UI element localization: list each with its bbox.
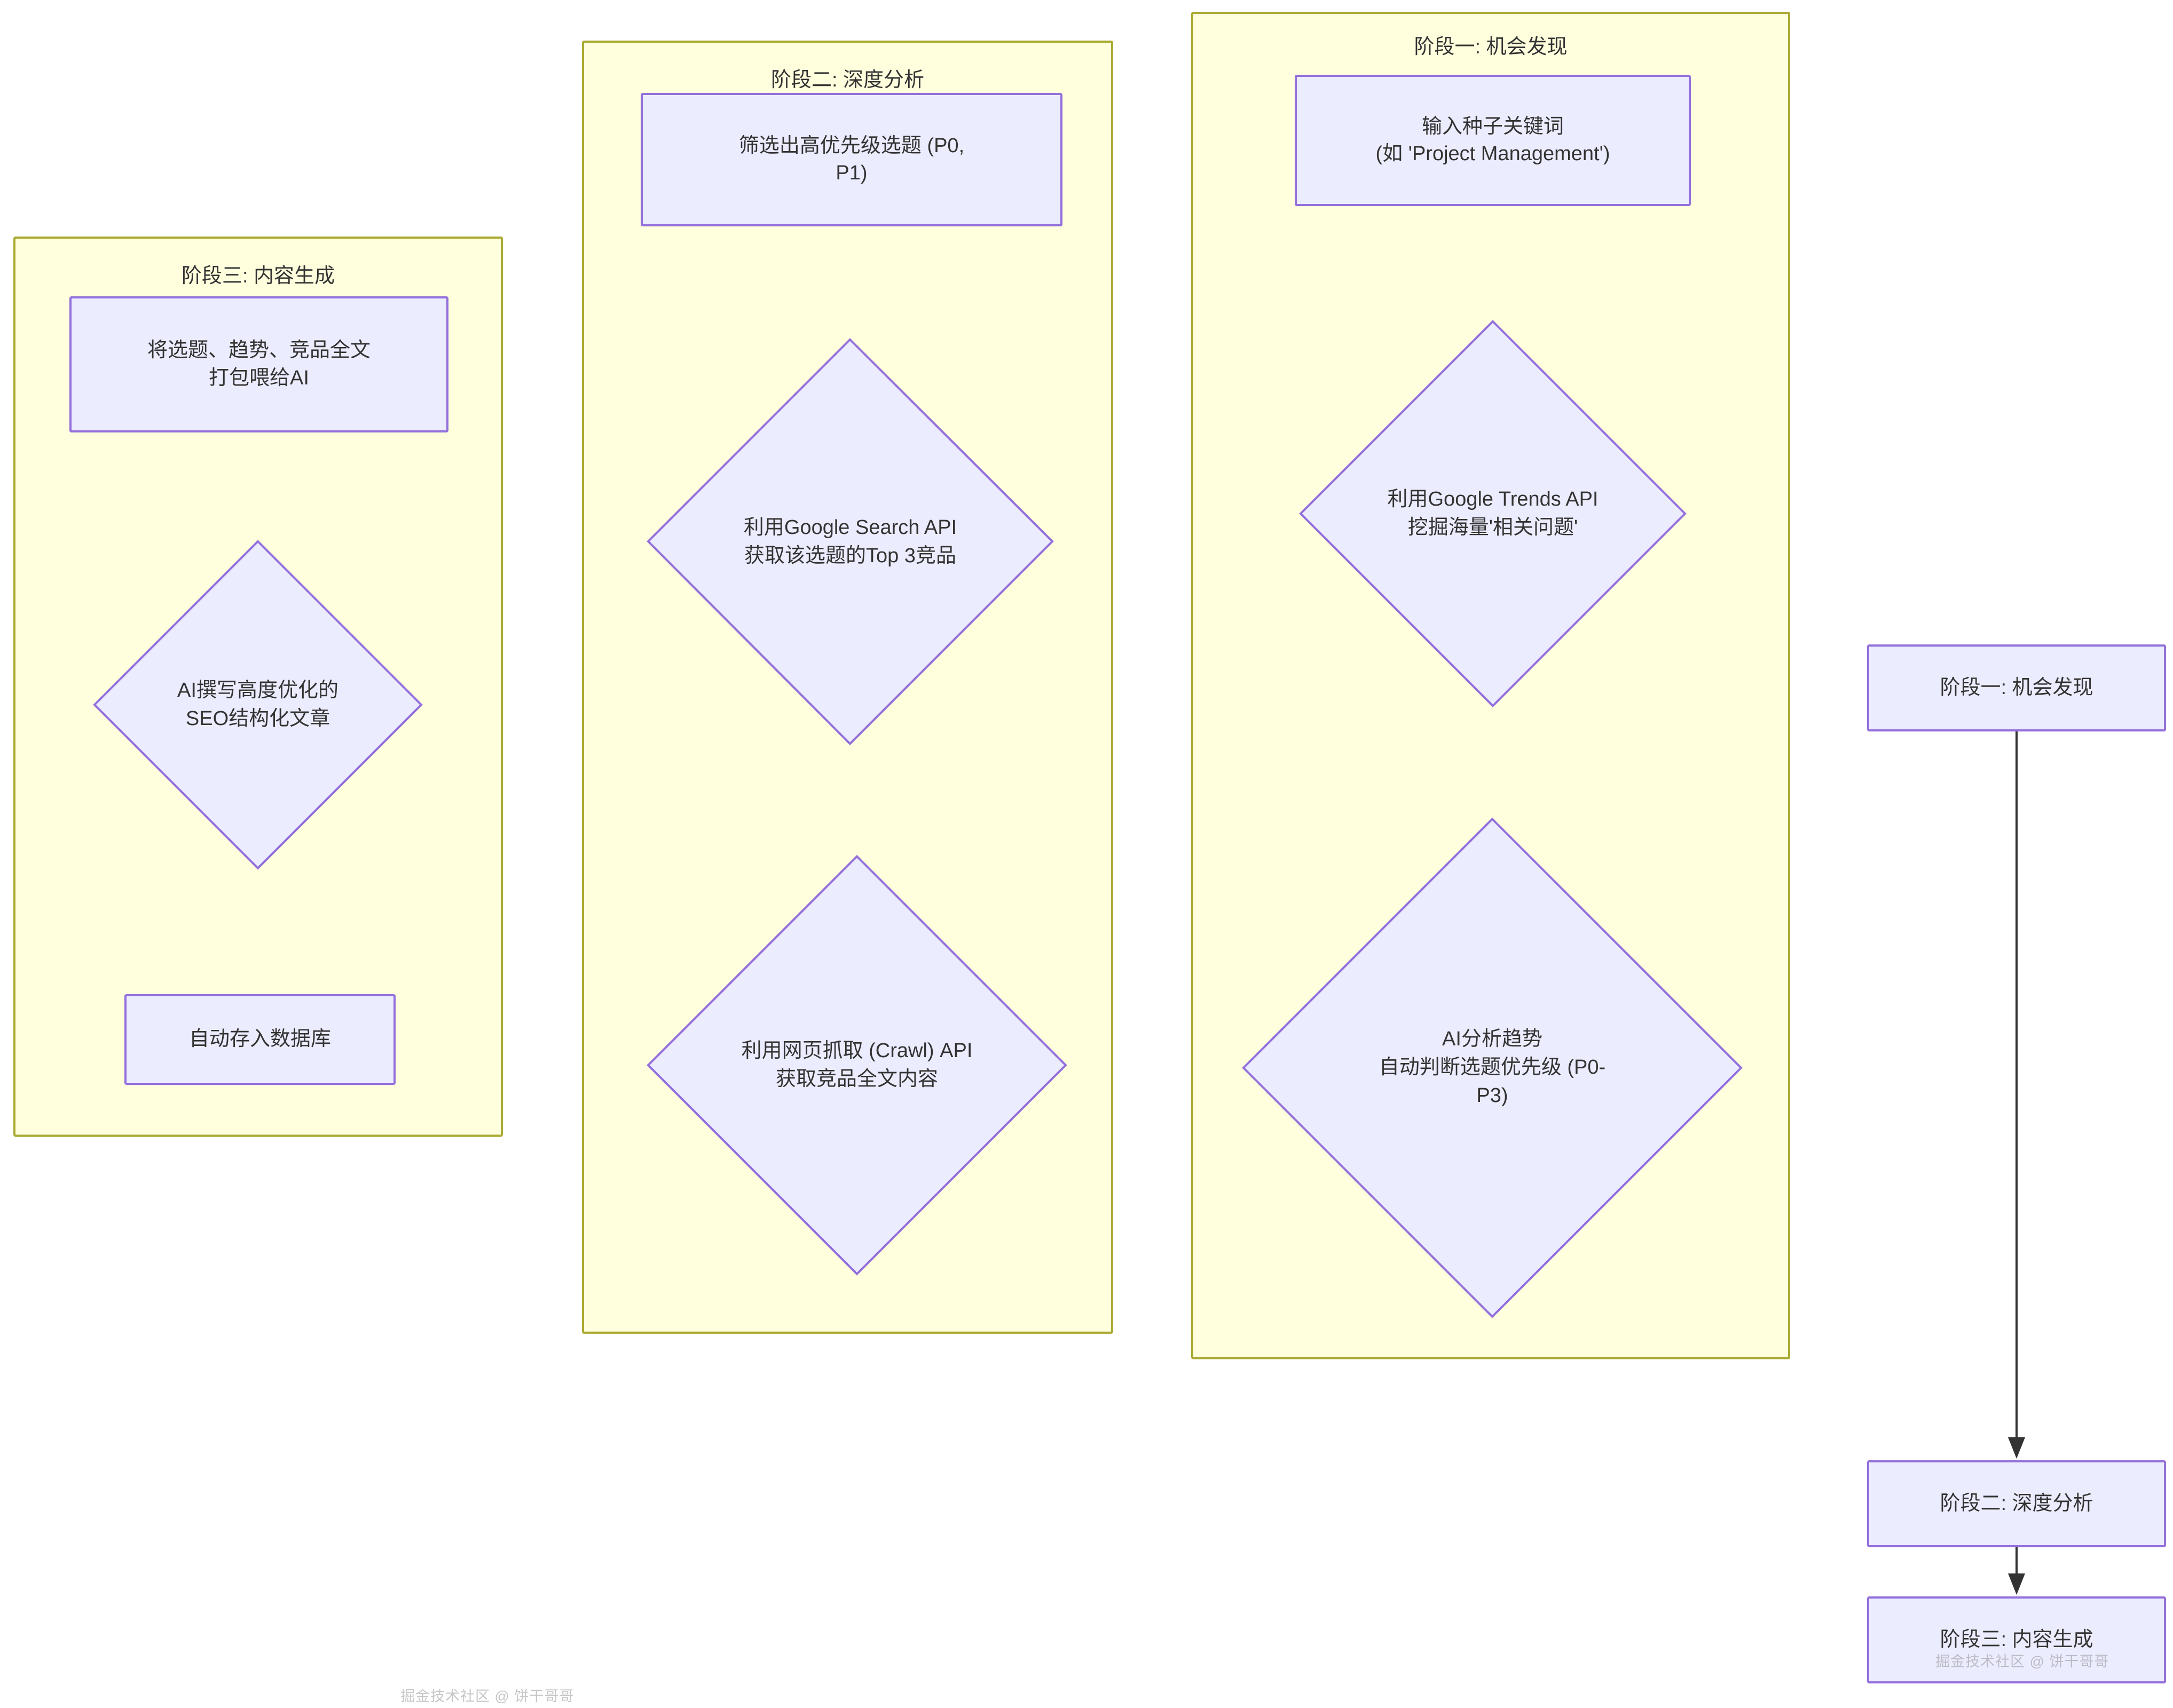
node-p1-n1-label: 输入种子关键词 (如 'Project Management')	[1375, 115, 1610, 165]
diamond-shape	[1299, 320, 1687, 707]
node-chain-3[interactable]: 阶段三: 内容生成	[1867, 1596, 2166, 1683]
node-chain-1-label: 阶段一: 机会发现	[1940, 676, 2093, 699]
node-chain-3-label: 阶段三: 内容生成	[1940, 1628, 2093, 1651]
phase-title-phase2: 阶段二: 深度分析	[770, 69, 925, 91]
phase-title-phase1: 阶段一: 机会发现	[1414, 36, 1568, 58]
diamond-shape	[647, 338, 1054, 745]
arrow-head-icon	[2008, 1437, 2025, 1459]
node-p3-n3[interactable]: 自动存入数据库	[124, 994, 396, 1085]
diamond-shape	[93, 540, 423, 870]
node-p1-n3[interactable]: AI分析趋势 自动判断选题优先级 (P0- P3)	[1241, 817, 1743, 1319]
node-p3-n2[interactable]: AI撰写高度优化的 SEO结构化文章	[92, 539, 423, 870]
node-p3-n1-label: 将选题、趋势、竞品全文 打包喂给AI	[147, 339, 371, 389]
node-p2-n2[interactable]: 利用Google Search API 获取该选题的Top 3竞品	[646, 337, 1054, 746]
diamond-shape	[647, 855, 1067, 1276]
node-p2-n1[interactable]: 筛选出高优先级选题 (P0, P1)	[641, 93, 1062, 226]
watermark-chain-bottom: 掘金技术社区 @ 饼干哥哥	[1935, 1654, 2109, 1670]
watermark-center-bottom: 掘金技术社区 @ 饼干哥哥	[400, 1688, 574, 1704]
diamond-shape	[1242, 817, 1743, 1318]
node-p3-n1[interactable]: 将选题、趋势、竞品全文 打包喂给AI	[69, 296, 448, 432]
node-p1-n2[interactable]: 利用Google Trends API 挖掘海量'相关问题'	[1298, 319, 1687, 708]
node-p2-n1-label: 筛选出高优先级选题 (P0, P1)	[738, 134, 965, 184]
node-p2-n3[interactable]: 利用网页抓取 (Crawl) API 获取竞品全文内容	[646, 854, 1068, 1276]
node-p1-n1[interactable]: 输入种子关键词 (如 'Project Management')	[1295, 75, 1691, 206]
node-chain-2-label: 阶段二: 深度分析	[1940, 1492, 2093, 1515]
arrow-head-icon	[2008, 1573, 2025, 1595]
node-chain-2[interactable]: 阶段二: 深度分析	[1867, 1460, 2166, 1547]
phase-title-phase3: 阶段三: 内容生成	[181, 265, 335, 287]
node-p3-n3-label: 自动存入数据库	[188, 1028, 331, 1051]
node-chain-1[interactable]: 阶段一: 机会发现	[1867, 644, 2166, 731]
